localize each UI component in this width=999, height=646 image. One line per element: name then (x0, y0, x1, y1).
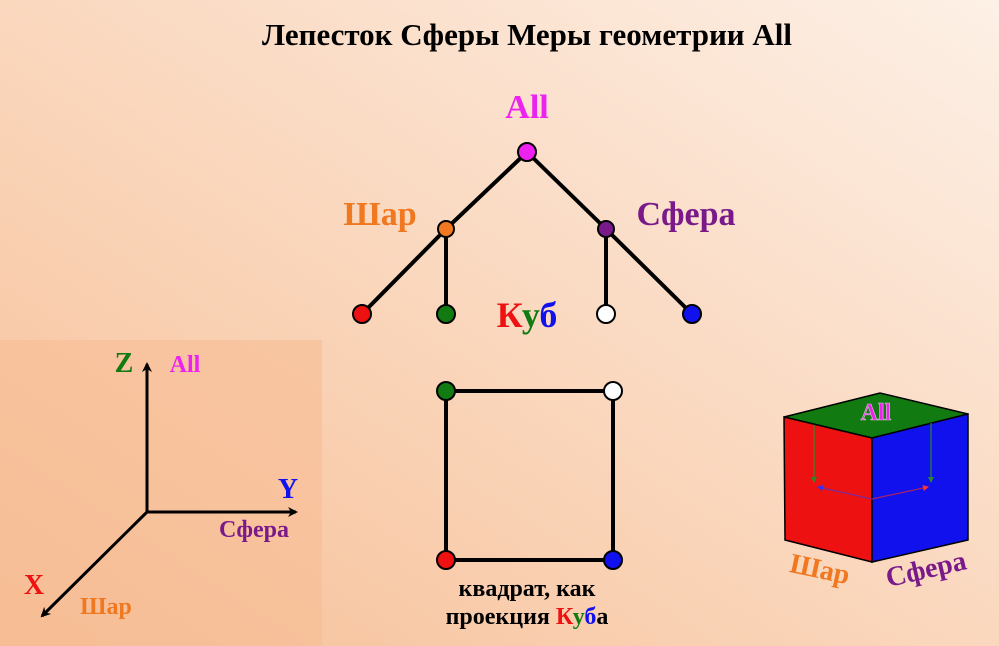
node-sfera (597, 220, 615, 238)
tree-right-label: Сфера (636, 196, 735, 233)
y-axis-label: Y (278, 474, 298, 505)
node-all (517, 142, 537, 162)
tree-diagram (360, 150, 694, 316)
square-corner-green (436, 381, 456, 401)
cube-right-face (871, 413, 969, 563)
cube-inner-arrows (811, 423, 934, 500)
y-axis-name: Сфера (219, 517, 289, 543)
tree-cube-word: Куб (497, 295, 558, 335)
page-title: Лепесток Сферы Меры геометрии All (262, 17, 792, 52)
node-shar (437, 220, 455, 238)
x-axis-label: X (24, 570, 44, 601)
leaf-blue (682, 304, 702, 324)
tree-left-label: Шар (343, 196, 416, 233)
square-corner-blue (603, 550, 623, 570)
leaf-green (436, 304, 456, 324)
leaf-white (596, 304, 616, 324)
axes-panel (0, 340, 322, 646)
x-axis-name: Шар (80, 594, 132, 620)
square-projection (444, 389, 615, 562)
cube-top-label: All (861, 400, 892, 426)
square-corner-red (436, 550, 456, 570)
leaf-red (352, 304, 372, 324)
x-axis (40, 510, 149, 618)
axes (40, 362, 298, 618)
square-caption-line2: проекция Куба (446, 604, 609, 630)
square-caption-line1: квадрат, как (459, 576, 596, 602)
square-corner-white (603, 381, 623, 401)
z-axis-name: All (170, 352, 201, 378)
z-axis-label: Z (115, 348, 134, 379)
tree-root-label: All (505, 89, 548, 126)
